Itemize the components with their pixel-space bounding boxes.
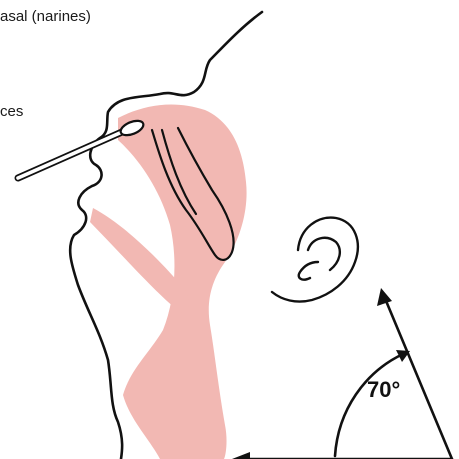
side-label: ces: [0, 104, 23, 119]
angled-arrowhead: [377, 288, 392, 306]
nasal-label: asal (narines): [0, 9, 91, 24]
angle-label: 70°: [367, 379, 400, 401]
angle-arc: [335, 354, 403, 456]
nasal-cavity-region: [118, 104, 247, 459]
ear-icon: [272, 218, 358, 302]
angle-indicator: [232, 288, 452, 459]
base-arrowhead: [232, 452, 250, 459]
